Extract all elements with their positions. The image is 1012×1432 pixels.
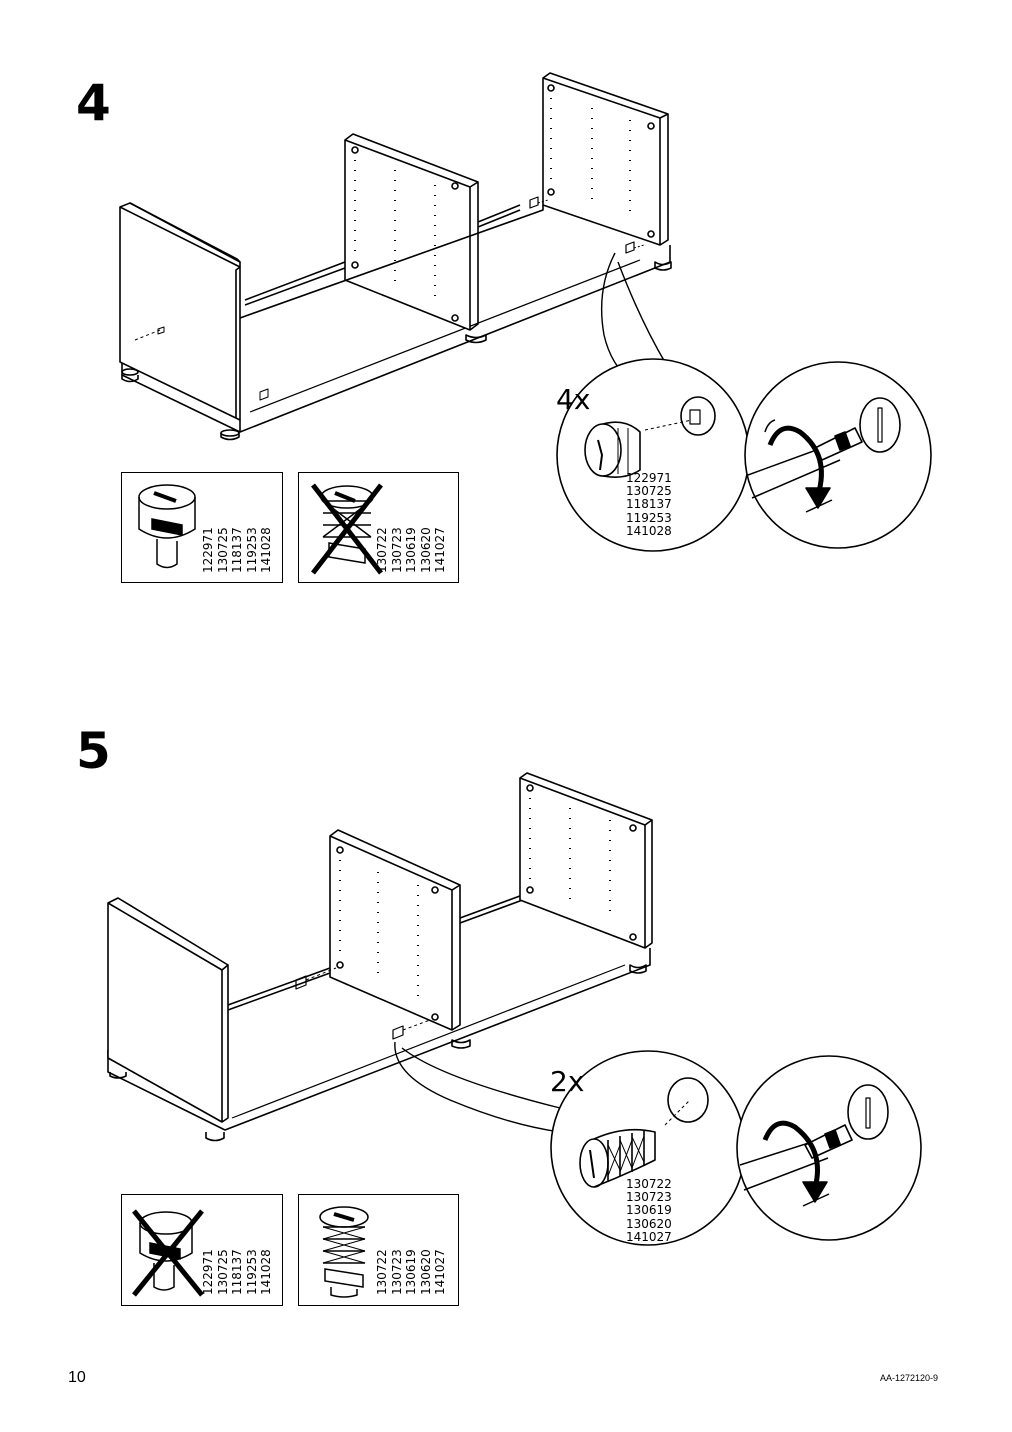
cam-lock-icon — [138, 484, 196, 569]
expanding-fitting-icon — [319, 1206, 369, 1298]
step-4-wrong-fitting-box: 130722 130723 130619 130620 141027 — [298, 472, 459, 583]
code-line: 130619 — [404, 527, 419, 573]
code-line: 141027 — [433, 527, 448, 573]
crossed-fitting-icon — [311, 483, 383, 575]
code-line: 122971 — [626, 471, 672, 485]
code-line: 118137 — [230, 527, 245, 573]
step-5-wrong-fitting-box: 122971 130725 118137 119253 141028 — [121, 1194, 283, 1306]
step-5-correct-fitting-box: 130722 130723 130619 130620 141027 — [298, 1194, 459, 1306]
code-line: 119253 — [244, 1249, 259, 1295]
code-line: 141027 — [433, 1249, 448, 1295]
step-5-quantity: 2x — [550, 1065, 585, 1098]
code-line: 122971 — [201, 1249, 215, 1295]
step-4-correct-codes: 122971 130725 118137 119253 141028 — [201, 483, 274, 573]
step-number-4: 4 — [76, 74, 111, 132]
step-number-5: 5 — [76, 722, 111, 780]
document-id: AA-1272120-9 — [880, 1373, 939, 1383]
code-line: 130723 — [389, 527, 404, 573]
code-line: 141028 — [259, 527, 274, 573]
step-4-wrong-codes: 130722 130723 130619 130620 141027 — [375, 483, 448, 573]
code-line: 141028 — [259, 1249, 274, 1295]
code-line: 130620 — [418, 527, 433, 573]
code-line: 122971 — [201, 527, 215, 573]
code-line: 141028 — [626, 523, 672, 538]
code-line: 130620 — [626, 1216, 672, 1231]
code-line: 130620 — [418, 1249, 433, 1295]
code-line: 130725 — [215, 527, 230, 573]
code-line: 130725 — [215, 1249, 230, 1295]
step-5-correct-codes: 130722 130723 130619 130620 141027 — [375, 1205, 448, 1295]
step-4-quantity: 4x — [556, 383, 591, 416]
step-4-correct-fitting-box: 122971 130725 118137 119253 141028 — [121, 472, 283, 583]
code-line: 130619 — [404, 1249, 419, 1295]
step-4-callout-codes: 122971 130725 118137 119253 141028 — [626, 471, 672, 538]
code-line: 130722 — [375, 527, 389, 573]
code-line: 141027 — [626, 1229, 672, 1244]
code-line: 130722 — [626, 1177, 672, 1191]
code-line: 119253 — [626, 510, 672, 525]
code-line: 130725 — [626, 484, 672, 499]
code-line: 130723 — [626, 1190, 672, 1205]
step-5-wrong-codes: 122971 130725 118137 119253 141028 — [201, 1205, 274, 1295]
crossed-fitting-icon — [132, 1209, 204, 1297]
code-line: 130723 — [389, 1249, 404, 1295]
code-line: 130619 — [626, 1203, 672, 1218]
step-5-callout-codes: 130722 130723 130619 130620 141027 — [626, 1177, 672, 1244]
code-line: 119253 — [244, 527, 259, 573]
code-line: 118137 — [626, 497, 672, 512]
page-number: 10 — [68, 1369, 86, 1386]
code-line: 130722 — [375, 1249, 389, 1295]
code-line: 118137 — [230, 1249, 245, 1295]
